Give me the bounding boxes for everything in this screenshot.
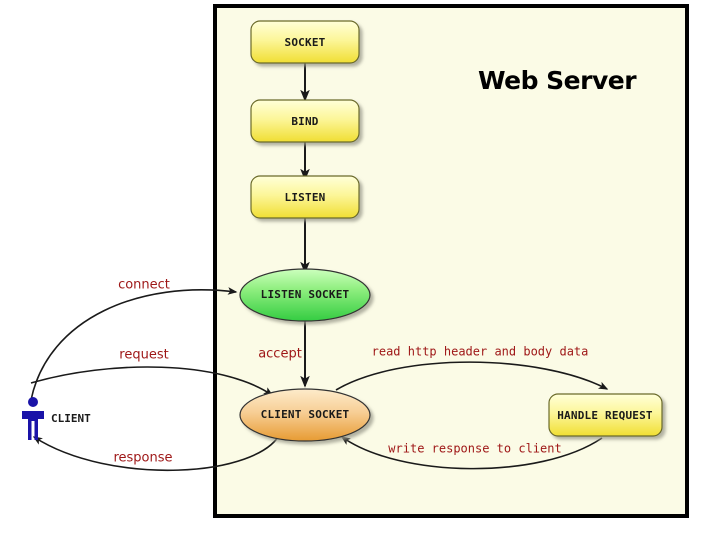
node-listen-socket[interactable]: LISTEN SOCKET: [239, 268, 371, 322]
edge-label-write-response: write response to client: [388, 442, 561, 456]
client-actor-label: CLIENT: [51, 412, 91, 425]
node-bind[interactable]: BIND: [250, 99, 360, 143]
edge-label-response: response: [113, 451, 172, 466]
edge-connect: [30, 287, 238, 401]
node-handle-request-label: HANDLE REQUEST: [557, 409, 653, 422]
node-listen[interactable]: LISTEN: [250, 175, 360, 219]
client-actor[interactable]: CLIENT: [22, 397, 91, 440]
node-handle-request[interactable]: HANDLE REQUEST: [548, 393, 663, 437]
node-listen-socket-label: LISTEN SOCKET: [261, 288, 350, 301]
node-client-socket-label: CLIENT SOCKET: [261, 408, 350, 421]
node-socket[interactable]: SOCKET: [250, 20, 360, 64]
node-client-socket[interactable]: CLIENT SOCKET: [239, 388, 371, 442]
edge-request: [30, 366, 274, 396]
person-icon: [22, 397, 44, 440]
edge-label-read-request: read http header and body data: [372, 345, 589, 359]
node-listen-label: LISTEN: [285, 191, 326, 204]
node-bind-label: BIND: [291, 115, 318, 128]
page-title: Web Server: [478, 66, 637, 95]
node-socket-label: SOCKET: [285, 36, 326, 49]
edge-read-request: [335, 361, 609, 391]
edge-label-connect: connect: [118, 278, 170, 293]
edge-label-accept: accept: [258, 347, 302, 362]
edge-write-response: [340, 436, 603, 470]
edge-response: [32, 431, 282, 472]
edge-label-request: request: [119, 348, 168, 363]
